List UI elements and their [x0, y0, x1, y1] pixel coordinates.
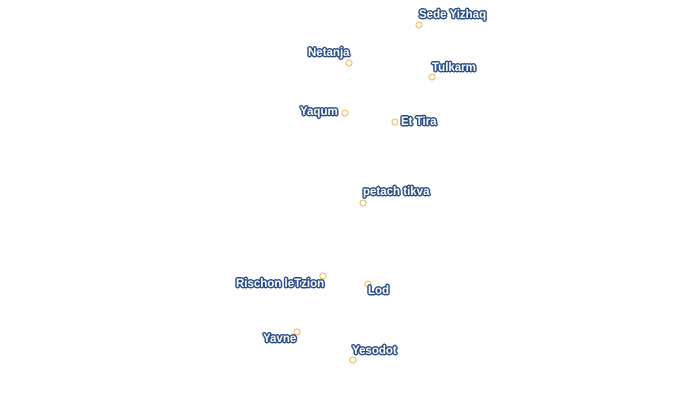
place-marker-lod[interactable] [364, 280, 372, 288]
place-label-et-tira: Et Tira [401, 116, 437, 128]
place-marker-rischon-letzion[interactable] [319, 272, 327, 280]
place-label-petach-tikva: petach tikva [363, 186, 430, 198]
place-label-tulkarm: Tulkarm [432, 62, 476, 74]
place-marker-et-tira[interactable] [391, 118, 399, 126]
place-marker-tulkarm[interactable] [428, 73, 436, 81]
place-label-yavne: Yavne [263, 333, 297, 345]
place-label-yaqum: Yaqum [300, 106, 338, 118]
place-label-yesodot: Yesodot [352, 345, 397, 357]
place-marker-yaqum[interactable] [341, 109, 349, 117]
place-marker-petach-tikva[interactable] [359, 199, 367, 207]
place-marker-netanja[interactable] [345, 59, 353, 67]
place-label-sede-yizhaq: Sede Yizhaq [419, 9, 487, 21]
place-marker-yavne[interactable] [293, 328, 301, 336]
place-marker-yesodot[interactable] [349, 356, 357, 364]
place-label-rischon-letzion: Rischon leTzion [236, 278, 325, 290]
place-label-lod: Lod [368, 285, 390, 297]
place-marker-sede-yizhaq[interactable] [415, 21, 423, 29]
place-label-netanja: Netanja [308, 47, 350, 59]
